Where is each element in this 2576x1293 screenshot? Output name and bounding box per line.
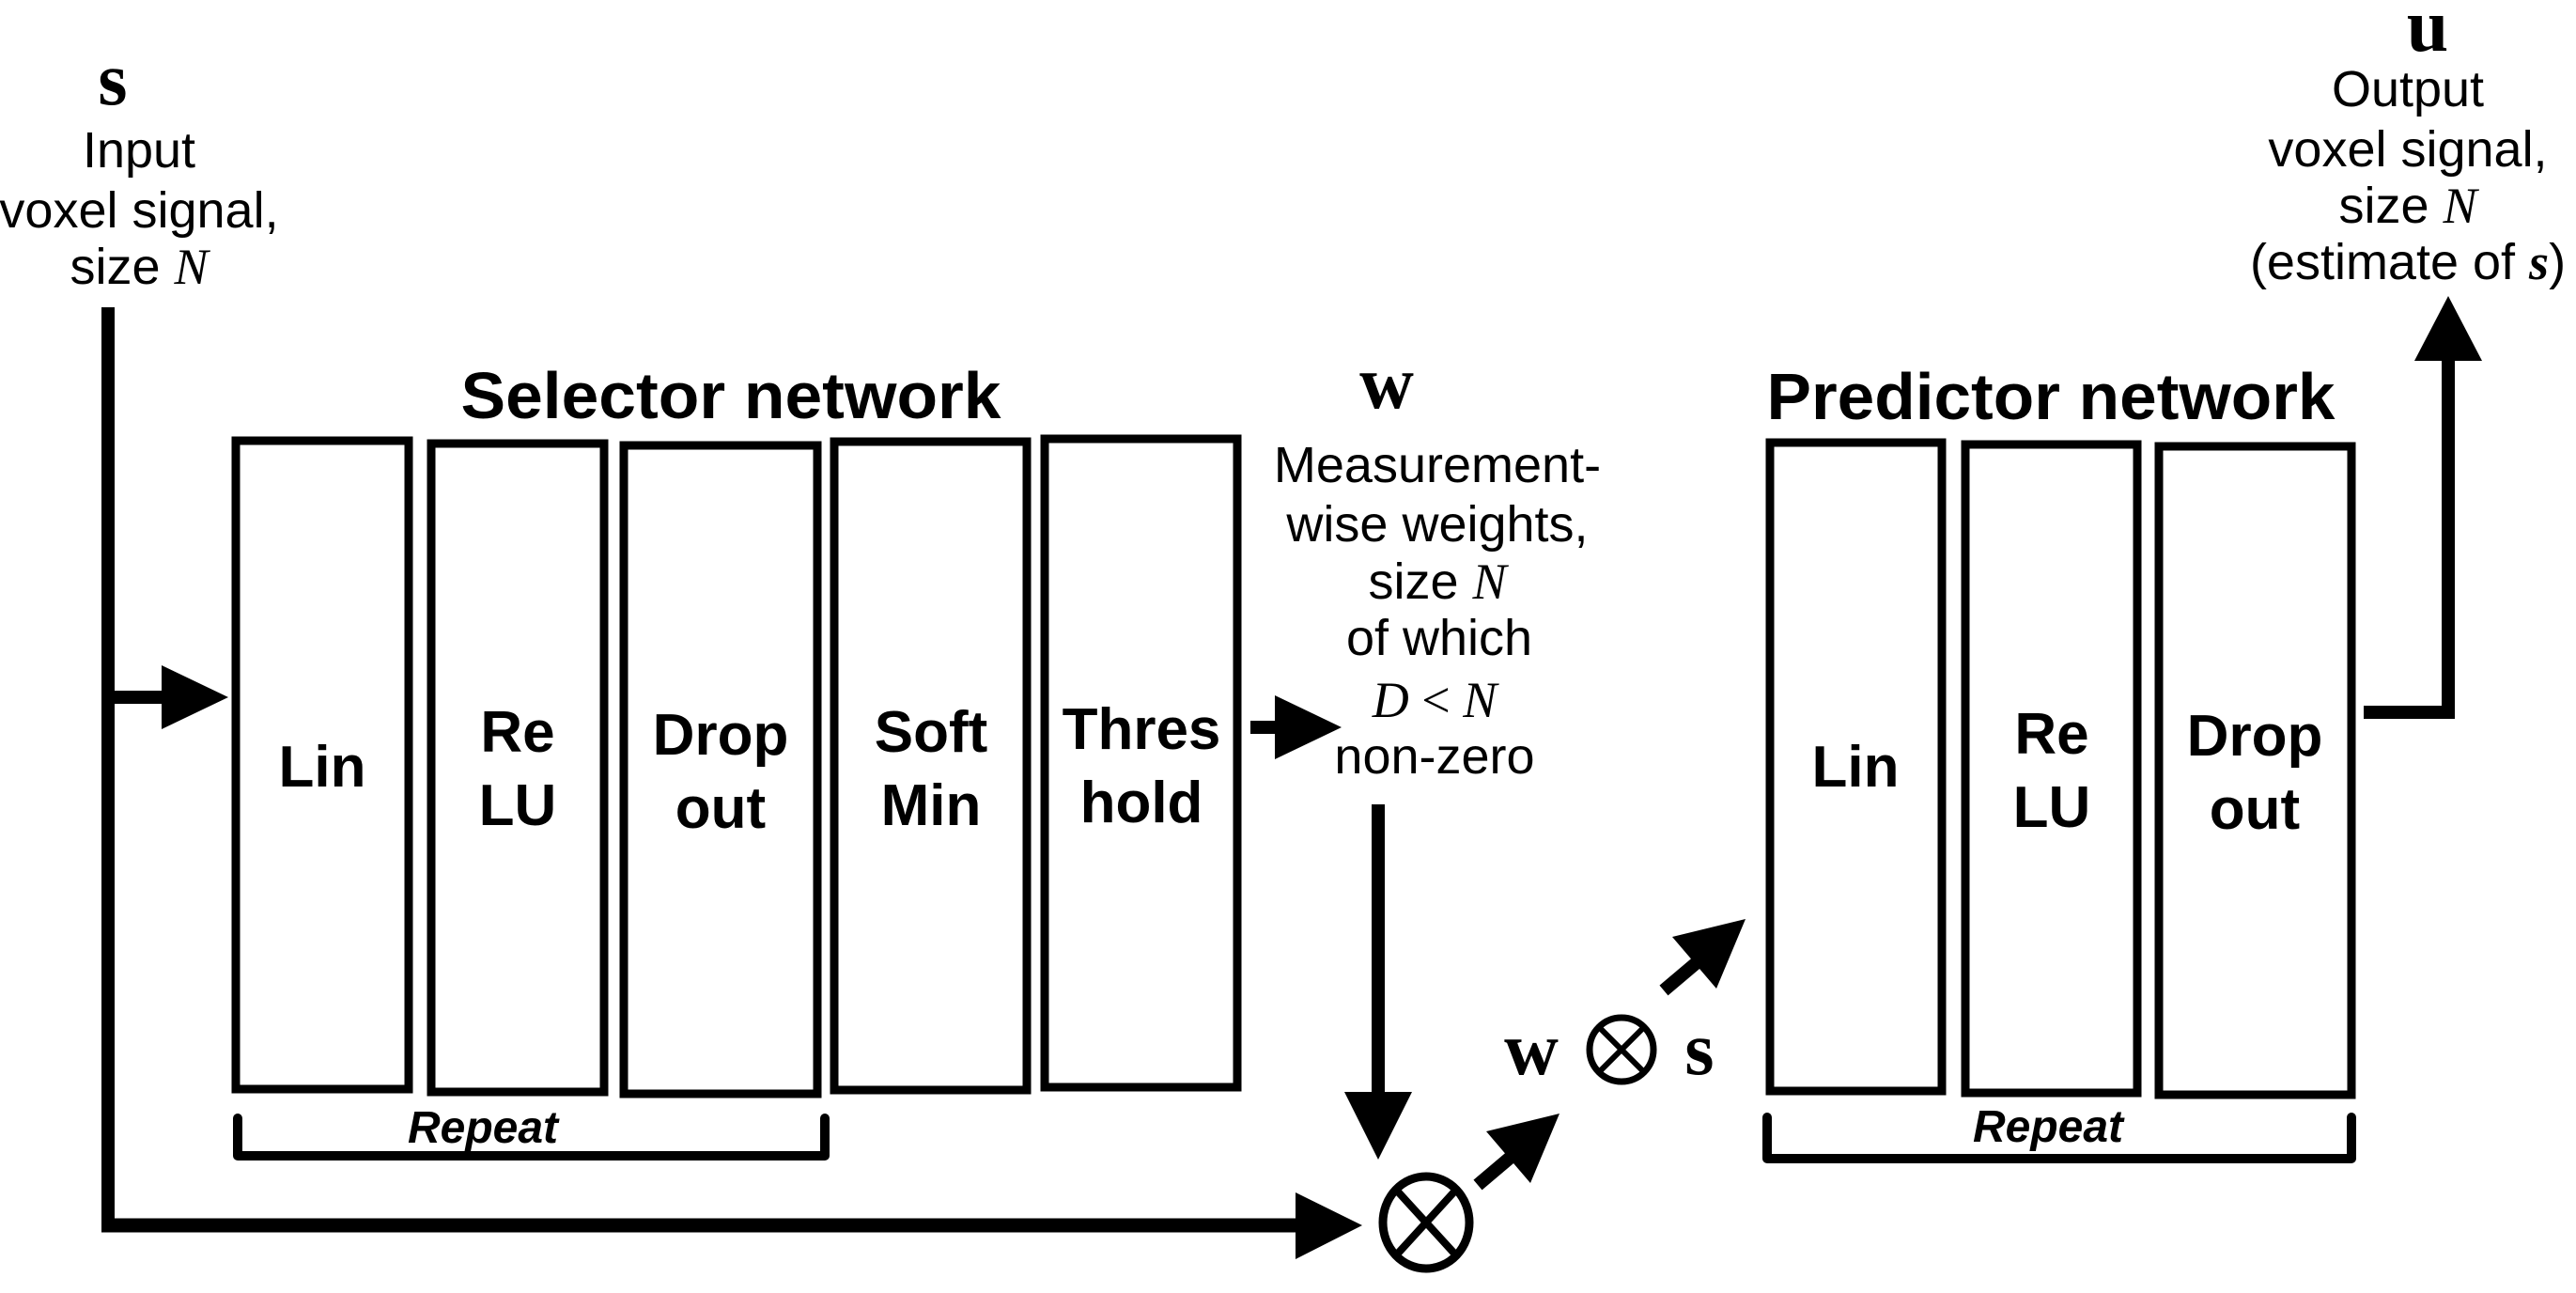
selector-layer-label-line-2: LU — [479, 773, 557, 838]
predictor-repeat-label: Repeat — [1973, 1102, 2125, 1152]
output-label-block: u Output voxel signal, size N (estimate … — [2250, 0, 2566, 290]
selector-layer-label-line-1: Soft — [875, 700, 988, 765]
selector-layer-box — [231, 436, 413, 1094]
weights-label-size: size N — [1368, 553, 1509, 610]
predictor-layer-relu: Re LU — [1961, 440, 2142, 1098]
predictor-layer-box — [2154, 442, 2356, 1099]
multiply-node-icon — [1378, 1172, 1474, 1273]
predictor-network-title: Predictor network — [1767, 360, 2335, 433]
predictor-network: Predictor network Lin Re LU Drop out Rep… — [1762, 360, 2356, 1163]
selector-layer-label-line-2: out — [675, 776, 766, 841]
product-left-symbol: w — [1504, 1008, 1559, 1091]
predictor-layer-dropout: Drop out — [2154, 442, 2356, 1099]
selector-layer-label-line-2: Min — [881, 773, 982, 838]
selector-network-title: Selector network — [461, 359, 1001, 432]
product-operator-icon — [1586, 1014, 1657, 1085]
output-label-size: size N — [2338, 178, 2479, 234]
selector-repeat-label: Repeat — [408, 1103, 560, 1153]
input-label-line-1: Input — [83, 122, 195, 179]
arrow-head-right-icon — [1296, 1192, 1362, 1259]
weights-size-prefix: size — [1368, 553, 1472, 610]
weights-label-of-which: of which — [1346, 610, 1532, 666]
selector-network: Selector network Lin Re LU Drop out Soft… — [231, 359, 1242, 1161]
bracket-shape — [233, 1114, 830, 1161]
weights-label-block: w Measurement- wise weights, size N of w… — [1274, 342, 1601, 785]
condition-operator: < — [1409, 672, 1463, 728]
selector-layer-label-line-1: Thres — [1063, 697, 1221, 762]
predictor-layer-label-line-2: out — [2210, 777, 2300, 842]
output-size-var: N — [2443, 178, 2480, 234]
selector-layer-box — [427, 439, 609, 1097]
selector-layer-dropout: Drop out — [619, 441, 822, 1098]
selector-layer-box — [830, 437, 1032, 1095]
selector-layer-label: Lin — [279, 735, 366, 800]
selector-layer-label-line-1: Re — [480, 700, 554, 765]
selector-layer-label-line-2: hold — [1080, 771, 1203, 835]
arrow-multiply-to-product — [1473, 1114, 1560, 1191]
arrow-head-right-icon — [162, 665, 228, 729]
selector-layer-threshold: Thres hold — [1040, 434, 1242, 1092]
input-symbol: s — [98, 39, 127, 121]
connectors — [101, 296, 2482, 1259]
predictor-layer-lin: Lin — [1765, 438, 1947, 1096]
selector-layer-box — [619, 441, 822, 1098]
output-label-estimate: (estimate of s) — [2250, 234, 2566, 290]
arrow-head-diagonal-icon — [1672, 919, 1746, 989]
output-estimate-var: s — [2528, 234, 2549, 290]
selector-layer-relu: Re LU — [427, 439, 609, 1097]
input-label-line-2: voxel signal, — [0, 182, 279, 239]
output-estimate-suffix: ) — [2549, 234, 2566, 290]
bracket-shape — [1762, 1113, 2356, 1163]
weights-label-line-1: Measurement- — [1274, 437, 1601, 493]
input-size-prefix: size — [70, 239, 174, 295]
arrow-predictor-to-output — [2364, 296, 2482, 719]
output-label-line-2: voxel signal, — [2268, 121, 2547, 178]
condition-left: D — [1372, 672, 1409, 728]
input-size-var: N — [174, 239, 211, 295]
arrow-selector-to-weights — [1250, 695, 1342, 759]
predictor-layer-label-line-2: LU — [2013, 775, 2091, 840]
arrow-input-to-selector — [108, 665, 228, 729]
arrow-head-down-icon — [1344, 1092, 1412, 1160]
predictor-layer-label-line-1: Drop — [2187, 704, 2323, 769]
weights-label-condition: D < N — [1372, 672, 1499, 728]
arrow-head-right-icon — [1275, 695, 1342, 759]
arrow-skip-to-multiply — [101, 1192, 1362, 1259]
predictor-repeat-bracket: Repeat — [1762, 1102, 2356, 1163]
weights-label-nonzero: non-zero — [1334, 728, 1534, 785]
input-label-block: s Input voxel signal, size N — [0, 39, 279, 295]
predictor-layer-box — [1961, 440, 2142, 1098]
arrow-product-to-predictor — [1659, 919, 1746, 996]
arrow-head-diagonal-icon — [1486, 1114, 1560, 1183]
input-label-size: size N — [70, 239, 210, 295]
selector-layer-box — [1040, 434, 1242, 1092]
predictor-layer-box — [1765, 438, 1947, 1096]
weights-symbol: w — [1359, 342, 1414, 425]
arrow-head-up-icon — [2414, 296, 2482, 361]
product-expression: w s — [1504, 1008, 1714, 1091]
predictor-layer-label-line-1: Re — [2014, 702, 2088, 767]
selector-layer-label-line-1: Drop — [653, 703, 789, 768]
weights-label-line-2: wise weights, — [1285, 496, 1588, 553]
output-symbol: u — [2407, 0, 2449, 68]
condition-right: N — [1462, 672, 1499, 728]
selector-layer-lin: Lin — [231, 436, 413, 1094]
weights-size-var: N — [1472, 553, 1510, 610]
arrow-weights-to-multiply — [1344, 804, 1412, 1160]
output-estimate-prefix: (estimate of — [2250, 234, 2529, 290]
selector-repeat-bracket: Repeat — [233, 1103, 830, 1161]
predictor-layer-label: Lin — [1812, 735, 1900, 800]
product-right-symbol: s — [1684, 1008, 1714, 1091]
output-label-line-1: Output — [2332, 61, 2484, 117]
selector-layer-softmin: Soft Min — [830, 437, 1032, 1095]
output-size-prefix: size — [2338, 178, 2443, 234]
